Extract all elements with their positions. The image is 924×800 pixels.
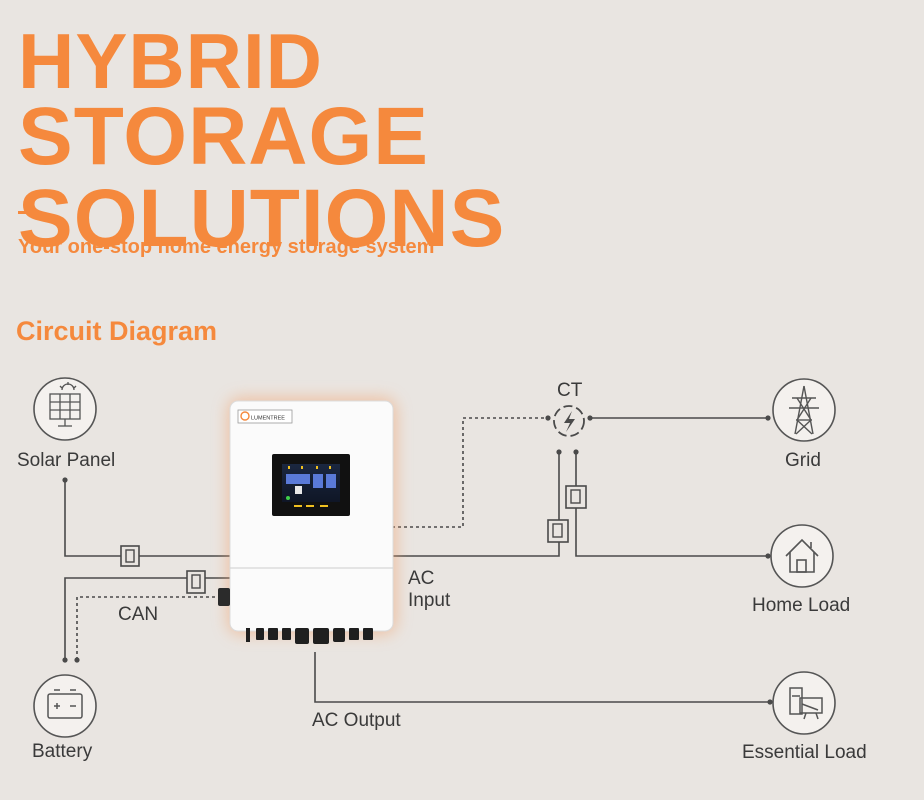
battery-line: [64, 577, 232, 660]
grid-label: Grid: [785, 450, 821, 471]
connection-dots: [62, 415, 773, 705]
home-icon: [770, 524, 834, 588]
ac-input-label-line2: Input: [408, 590, 451, 611]
accent-dash: [18, 211, 36, 214]
wiring: [64, 417, 770, 703]
brand-logo: LUMENTREE: [237, 409, 293, 424]
solar-panel-icon: [33, 377, 97, 441]
section-title: Circuit Diagram: [16, 316, 218, 346]
ac-input-line: [392, 452, 560, 557]
side-connector: [218, 588, 230, 606]
essential-load-label: Essential Load: [742, 742, 867, 763]
tagline: Your one-stop home energy storage system: [18, 236, 435, 258]
solar-panel-label: Solar Panel: [17, 450, 115, 471]
essential-load-icon: [772, 671, 836, 735]
brand-name: LUMENTREE: [251, 416, 285, 422]
grid-tower-icon: [772, 378, 836, 442]
ac-output-label: AC Output: [312, 710, 401, 731]
home-load-label: Home Load: [752, 595, 850, 616]
breaker-home: [565, 485, 587, 509]
ac-output-line: [314, 652, 770, 703]
inverter-display: [272, 454, 350, 516]
ct-sensor-icon: [553, 405, 585, 437]
home-line: [575, 452, 768, 557]
inverter-unit: LUMENTREE: [218, 398, 396, 644]
title-line-1: HYBRID: [18, 17, 324, 105]
battery-icon: [33, 674, 97, 738]
battery-label: Battery: [32, 741, 93, 762]
can-label: CAN: [118, 604, 158, 625]
ct-signal-line: [392, 417, 548, 528]
can-line: [76, 596, 222, 660]
breaker-battery: [186, 570, 206, 594]
solar-line: [64, 480, 232, 557]
breaker-solar: [120, 545, 140, 567]
bottom-connectors: [246, 628, 373, 644]
ct-label: CT: [557, 380, 583, 401]
ac-input-label-line1: AC: [408, 568, 434, 589]
breaker-ac-input: [547, 519, 569, 543]
title-line-2: STORAGE SOLUTIONS: [18, 91, 506, 264]
